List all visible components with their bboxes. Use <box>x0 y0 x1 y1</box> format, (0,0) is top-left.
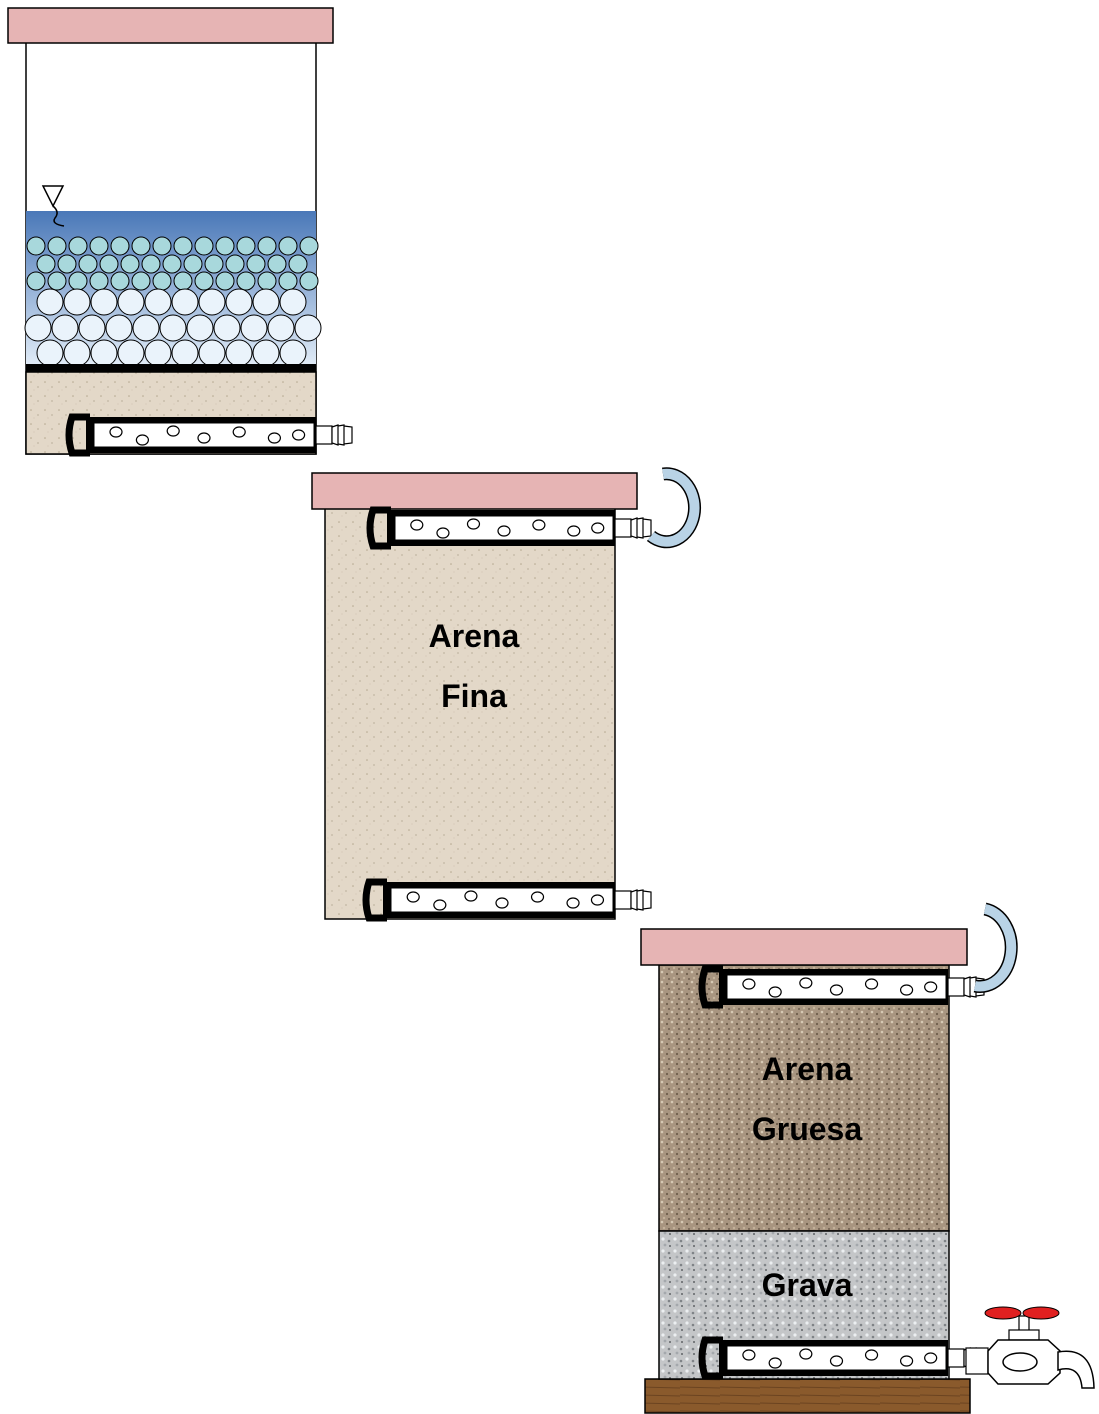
media-ball <box>99 254 119 274</box>
media-ball <box>141 254 161 274</box>
media-ball <box>162 254 182 274</box>
middle-bucket <box>311 472 638 920</box>
faucet-icon <box>965 1306 1095 1389</box>
media-ball <box>252 339 280 367</box>
fine-sand-layer <box>324 507 616 920</box>
media-ball <box>186 314 214 342</box>
bottom-bucket <box>640 928 971 1414</box>
media-ball <box>173 271 193 291</box>
media-ball <box>152 271 172 291</box>
valve-handle-left[interactable] <box>984 1306 1022 1320</box>
media-ball <box>110 271 130 291</box>
media-ball <box>183 254 203 274</box>
media-ball <box>78 314 106 342</box>
media-ball <box>47 271 67 291</box>
media-ball <box>36 254 56 274</box>
media-ball <box>267 254 287 274</box>
hose-hook-icon <box>974 904 1017 992</box>
media-ball <box>240 314 268 342</box>
media-ball <box>63 288 91 316</box>
media-ball <box>26 236 46 256</box>
media-ball <box>198 288 226 316</box>
media-ball <box>117 288 145 316</box>
media-ball <box>47 236 67 256</box>
media-ball <box>171 339 199 367</box>
media-ball <box>236 271 256 291</box>
media-ball <box>225 288 253 316</box>
media-ball <box>36 288 64 316</box>
media-ball <box>279 339 307 367</box>
media-ball <box>252 288 280 316</box>
media-ball <box>288 254 308 274</box>
media-ball <box>267 314 295 342</box>
coarse-sand-label-line2: Gruesa <box>751 1111 863 1147</box>
media-ball <box>173 236 193 256</box>
media-ball <box>236 236 256 256</box>
media-ball <box>213 314 241 342</box>
media-ball <box>68 236 88 256</box>
media-ball <box>90 288 118 316</box>
coarse-sand-layer <box>658 964 950 1232</box>
media-ball <box>299 236 319 256</box>
media-ball <box>24 314 52 342</box>
media-ball <box>57 254 77 274</box>
coarse-sand-label-line1: Arena <box>761 1051 853 1087</box>
media-ball <box>89 271 109 291</box>
media-ball <box>132 314 160 342</box>
media-ball <box>120 254 140 274</box>
media-ball <box>152 236 172 256</box>
perforated-pipe-icon <box>362 878 652 922</box>
media-ball <box>278 271 298 291</box>
water-level-icon <box>41 185 65 227</box>
perforated-pipe-icon <box>65 413 353 457</box>
media-ball <box>279 288 307 316</box>
media-ball <box>257 236 277 256</box>
media-ball <box>204 254 224 274</box>
media-ball <box>26 271 46 291</box>
media-ball <box>68 271 88 291</box>
hose-hook-icon <box>647 468 700 547</box>
media-ball <box>299 271 319 291</box>
media-ball <box>63 339 91 367</box>
media-ball <box>246 254 266 274</box>
media-ball <box>131 236 151 256</box>
top-bucket-lid <box>7 7 334 44</box>
media-ball <box>51 314 79 342</box>
fine-sand-label-line2: Fina <box>441 678 507 714</box>
media-ball <box>194 236 214 256</box>
media-ball <box>144 288 172 316</box>
gravel-label: Grava <box>761 1267 853 1303</box>
media-ball <box>215 271 235 291</box>
middle-bucket-lid <box>311 472 638 510</box>
media-ball <box>117 339 145 367</box>
media-ball <box>278 236 298 256</box>
top-bucket <box>7 7 334 455</box>
perforated-pipe-icon <box>698 965 985 1009</box>
perforated-pipe-icon <box>698 1336 985 1380</box>
media-ball <box>225 339 253 367</box>
media-ball <box>294 314 322 342</box>
media-ball <box>171 288 199 316</box>
media-ball <box>194 271 214 291</box>
fine-sand-label-line1: Arena <box>428 618 520 654</box>
filter-media-balls <box>24 236 322 367</box>
media-ball <box>90 339 118 367</box>
media-ball <box>198 339 226 367</box>
media-ball <box>225 254 245 274</box>
base-board <box>644 1378 971 1414</box>
media-ball <box>105 314 133 342</box>
perforated-pipe-icon <box>366 506 652 550</box>
media-ball <box>110 236 130 256</box>
valve-handle-right[interactable] <box>1022 1306 1060 1320</box>
media-ball <box>36 339 64 367</box>
media-ball <box>78 254 98 274</box>
bottom-bucket-lid <box>640 928 968 966</box>
media-ball <box>215 236 235 256</box>
media-ball <box>257 271 277 291</box>
media-ball <box>159 314 187 342</box>
media-ball <box>144 339 172 367</box>
media-ball <box>131 271 151 291</box>
media-ball <box>89 236 109 256</box>
